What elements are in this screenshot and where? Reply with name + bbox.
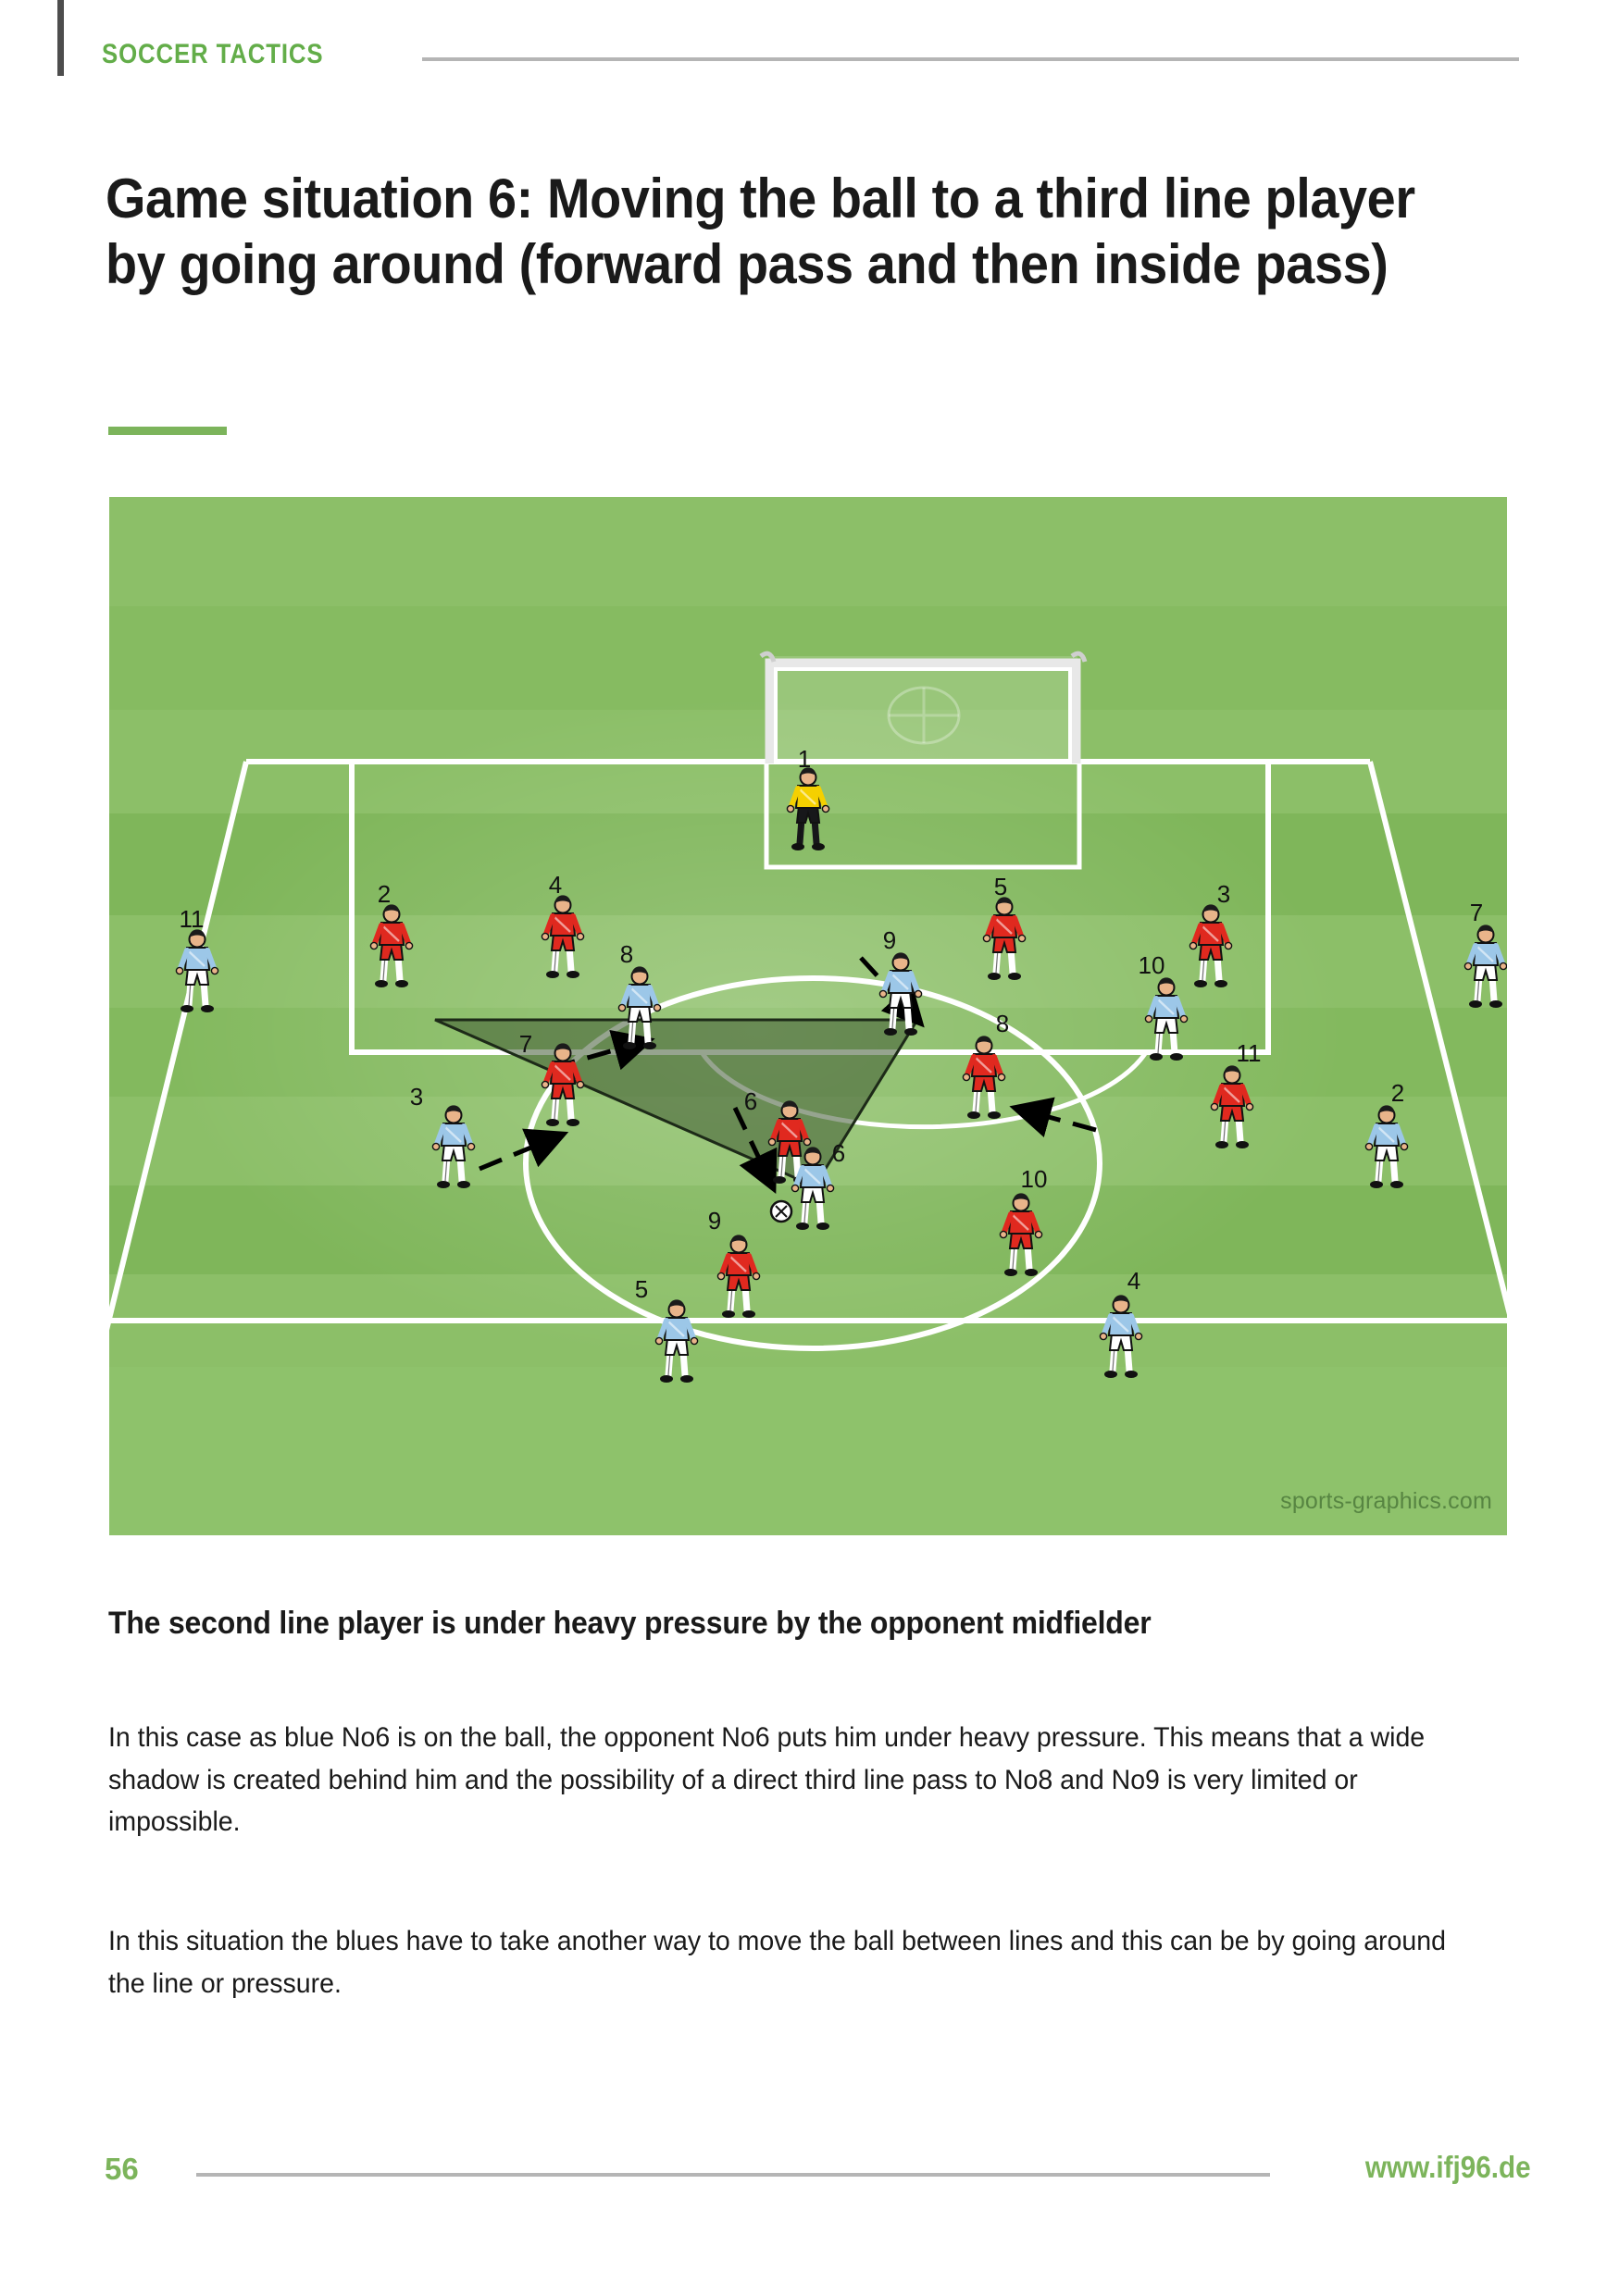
player-number-label: 5 — [635, 1275, 648, 1303]
player-number-label: 7 — [519, 1030, 532, 1058]
player-blue-2 — [1364, 1105, 1409, 1188]
footer-page-number: 56 — [105, 2152, 139, 2186]
player-red-7 — [541, 1043, 585, 1126]
player-red-6 — [767, 1100, 812, 1184]
player-number-label: 5 — [994, 873, 1007, 900]
goal-frame — [759, 651, 1088, 763]
field-background — [109, 497, 1507, 1535]
player-blue-5 — [654, 1299, 699, 1383]
player-number-label: 9 — [883, 926, 896, 954]
page-title: Game situation 6: Moving the ball to a t… — [106, 168, 1415, 295]
player-number-label: 6 — [744, 1087, 757, 1115]
player-red-8 — [962, 1036, 1006, 1119]
body-paragraph-2: In this situation the blues have to take… — [108, 1926, 1446, 1999]
pass-arrow-blue6-run — [732, 1106, 778, 1195]
player-blue-10 — [1144, 977, 1189, 1061]
header-kicker: SOCCER TACTICS — [102, 39, 324, 69]
player-number-label: 8 — [996, 1010, 1009, 1037]
player-red-11 — [1210, 1065, 1254, 1148]
body-paragraph-1: In this case as blue No6 is on the ball,… — [108, 1722, 1426, 1838]
player-red-2 — [369, 904, 414, 987]
player-number-label: 11 — [180, 905, 205, 933]
player-red-4 — [541, 895, 585, 978]
player-keeper-1 — [786, 767, 830, 850]
player-blue-3 — [431, 1105, 476, 1188]
player-number-label: 9 — [708, 1207, 721, 1235]
page-header: SOCCER TACTICS — [0, 0, 1619, 93]
player-red-5 — [982, 897, 1027, 980]
pass-arrow-red8-outward — [1009, 1097, 1097, 1137]
player-number-label: 8 — [620, 940, 633, 968]
header-accent-bar — [57, 0, 64, 76]
pass-arrow-blue3-to-red7 — [479, 1128, 569, 1172]
player-number-label: 7 — [1470, 899, 1483, 926]
player-blue-4 — [1099, 1295, 1143, 1378]
player-red-9 — [716, 1235, 761, 1318]
player-number-label: 3 — [1217, 880, 1230, 908]
player-number-label: 3 — [410, 1083, 423, 1111]
player-number-label: 11 — [1237, 1039, 1262, 1067]
player-red-3 — [1189, 904, 1233, 987]
player-number-label: 4 — [549, 871, 562, 899]
player-number-label: 4 — [1127, 1267, 1140, 1295]
diagram-watermark: sports-graphics.com — [1280, 1488, 1492, 1514]
player-blue-8 — [617, 966, 662, 1049]
header-divider-rule — [422, 57, 1519, 61]
title-underline — [108, 427, 227, 435]
player-blue-11 — [175, 929, 219, 1012]
footer-website-url: www.ifj96.de — [1365, 2150, 1531, 2184]
player-number-label: 1 — [798, 745, 811, 773]
ball-icon — [769, 1199, 793, 1223]
player-number-label: 6 — [832, 1139, 845, 1167]
footer-divider-rule — [196, 2173, 1270, 2177]
player-number-label: 10 — [1139, 951, 1165, 979]
player-blue-7 — [1463, 925, 1507, 1008]
figure-caption: The second line player is under heavy pr… — [108, 1606, 1152, 1641]
player-blue-9 — [878, 952, 923, 1036]
player-number-label: 2 — [378, 880, 391, 908]
player-number-label: 2 — [1391, 1079, 1404, 1107]
player-number-label: 10 — [1021, 1165, 1048, 1193]
player-red-10 — [999, 1193, 1043, 1276]
field-markings — [109, 759, 1507, 1351]
player-blue-6 — [791, 1147, 835, 1230]
